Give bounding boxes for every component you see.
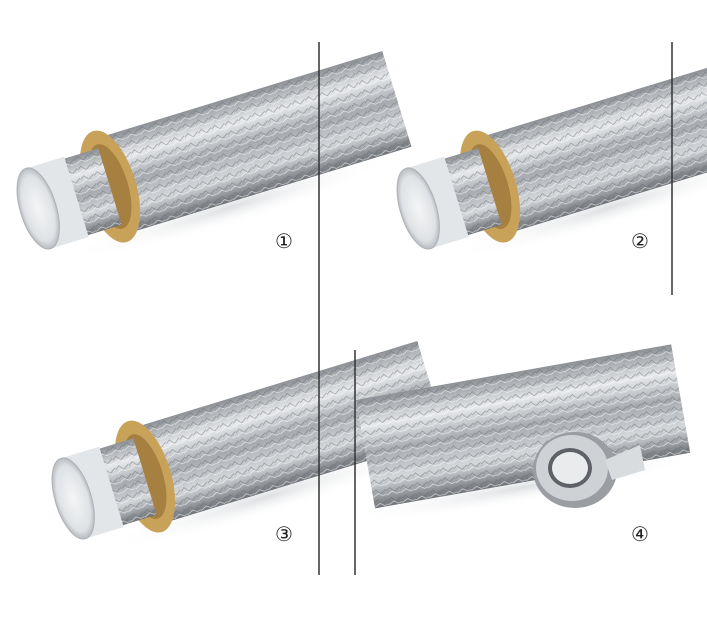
step-4-duct-and-tape — [346, 344, 701, 523]
step-number-4: ④ — [631, 522, 649, 546]
step-number-3: ③ — [275, 522, 293, 546]
step-1-duct — [3, 42, 419, 285]
step-2-duct — [383, 42, 707, 285]
step-number-1: ① — [275, 229, 293, 253]
foil-tape-roll-icon — [533, 432, 645, 508]
step-number-2: ② — [631, 229, 649, 253]
